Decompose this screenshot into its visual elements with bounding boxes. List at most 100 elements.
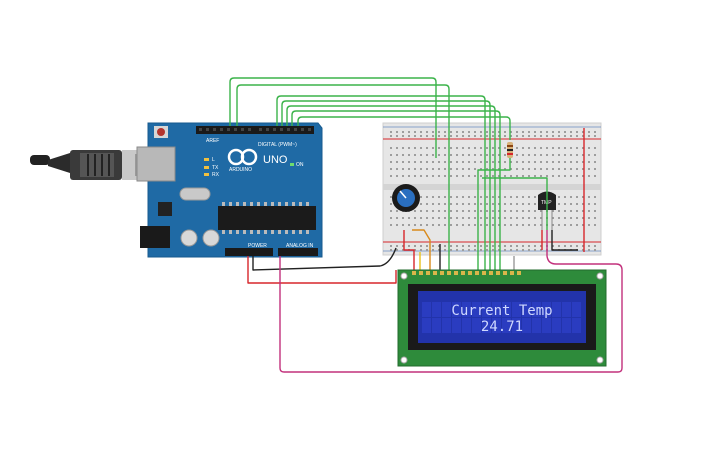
- breadboard-hole: [402, 131, 404, 133]
- breadboard-hole: [594, 154, 596, 156]
- rx-led: [204, 173, 209, 176]
- breadboard-hole: [462, 168, 464, 170]
- breadboard-hole: [516, 175, 518, 177]
- breadboard-hole: [510, 249, 512, 251]
- breadboard-hole: [510, 196, 512, 198]
- breadboard-hole: [402, 135, 404, 137]
- breadboard-hole: [522, 161, 524, 163]
- wire-red-power[interactable]: [247, 256, 397, 284]
- breadboard-hole: [576, 217, 578, 219]
- wire-green-2[interactable]: [236, 84, 450, 270]
- breadboard-hole: [528, 210, 530, 212]
- breadboard-hole: [420, 224, 422, 226]
- breadboard-hole: [462, 147, 464, 149]
- breadboard-hole: [420, 196, 422, 198]
- breadboard-hole: [570, 196, 572, 198]
- breadboard-hole: [414, 131, 416, 133]
- wire-magenta[interactable]: [279, 230, 623, 373]
- lcd-pin: [419, 271, 423, 275]
- breadboard-hole: [474, 217, 476, 219]
- wire-red-lcd[interactable]: [403, 230, 415, 270]
- breadboard-hole: [432, 147, 434, 149]
- breadboard-hole: [594, 245, 596, 247]
- breadboard-hole: [558, 210, 560, 212]
- wire-green-4[interactable]: [281, 100, 491, 270]
- wire-black-sensor[interactable]: [551, 230, 578, 251]
- breadboard-hole: [510, 135, 512, 137]
- wire-green-3[interactable]: [276, 95, 486, 270]
- breadboard-hole: [498, 217, 500, 219]
- potentiometer[interactable]: [392, 184, 420, 212]
- lcd-cell: [542, 302, 551, 317]
- breadboard-hole: [504, 245, 506, 247]
- breadboard-hole: [474, 154, 476, 156]
- breadboard-hole: [504, 147, 506, 149]
- breadboard-hole: [444, 210, 446, 212]
- breadboard-hole: [408, 154, 410, 156]
- breadboard-hole: [504, 203, 506, 205]
- breadboard-hole: [546, 154, 548, 156]
- lcd-pin: [517, 271, 521, 275]
- breadboard-hole: [492, 161, 494, 163]
- resistor[interactable]: [507, 142, 513, 158]
- breadboard-hole: [390, 249, 392, 251]
- breadboard-hole: [522, 135, 524, 137]
- breadboard-hole: [588, 249, 590, 251]
- breadboard-hole: [528, 249, 530, 251]
- breadboard-hole: [510, 224, 512, 226]
- arduino-uno-board[interactable]: AREF DIGITAL (PWM~) ARDUINO UNO ON L TX …: [136, 122, 323, 258]
- breadboard-hole: [450, 203, 452, 205]
- breadboard-hole: [498, 224, 500, 226]
- breadboard-hole: [498, 203, 500, 205]
- breadboard-hole: [510, 175, 512, 177]
- breadboard-hole: [396, 154, 398, 156]
- breadboard-hole: [516, 147, 518, 149]
- breadboard-hole: [582, 249, 584, 251]
- wire-black-ground[interactable]: [252, 247, 397, 271]
- lcd-module[interactable]: Current Temp 24.71: [397, 269, 607, 367]
- breadboard-hole: [540, 154, 542, 156]
- wire-green-6[interactable]: [291, 110, 501, 270]
- wire-green-7[interactable]: [297, 116, 511, 140]
- breadboard-hole: [552, 168, 554, 170]
- breadboard-hole: [402, 175, 404, 177]
- breadboard-hole: [414, 249, 416, 251]
- lcd-cell: [422, 302, 431, 317]
- breadboard-hole: [450, 224, 452, 226]
- breadboard-hole: [540, 168, 542, 170]
- breadboard-hole: [594, 249, 596, 251]
- lcd-cell: [462, 302, 471, 317]
- breadboard-hole: [420, 210, 422, 212]
- breadboard-hole: [462, 154, 464, 156]
- breadboard-hole: [498, 154, 500, 156]
- breadboard-hole: [552, 245, 554, 247]
- breadboard-hole: [564, 217, 566, 219]
- lcd-cell: [482, 318, 491, 333]
- breadboard-hole: [438, 217, 440, 219]
- breadboard-hole: [570, 147, 572, 149]
- wire-orange[interactable]: [412, 229, 431, 270]
- wire-green-9[interactable]: [482, 177, 548, 230]
- breadboard-hole: [426, 154, 428, 156]
- wire-green-5[interactable]: [286, 105, 496, 270]
- breadboard-hole: [456, 210, 458, 212]
- breadboard-hole: [396, 135, 398, 137]
- breadboard-hole: [438, 175, 440, 177]
- power-label: POWER: [248, 243, 267, 249]
- breadboard-hole: [396, 245, 398, 247]
- breadboard-hole: [414, 245, 416, 247]
- breadboard[interactable]: [382, 122, 602, 256]
- breadboard-hole: [534, 203, 536, 205]
- breadboard-hole: [540, 249, 542, 251]
- lcd-pin: [503, 271, 507, 275]
- lcd-cell: [442, 302, 451, 317]
- breadboard-hole: [462, 175, 464, 177]
- wire-green-8[interactable]: [477, 158, 511, 270]
- atmega-chip: [218, 206, 316, 230]
- breadboard-hole: [474, 249, 476, 251]
- wire-green-1[interactable]: [229, 77, 437, 158]
- breadboard-hole: [390, 154, 392, 156]
- breadboard-hole: [534, 168, 536, 170]
- breadboard-hole: [468, 131, 470, 133]
